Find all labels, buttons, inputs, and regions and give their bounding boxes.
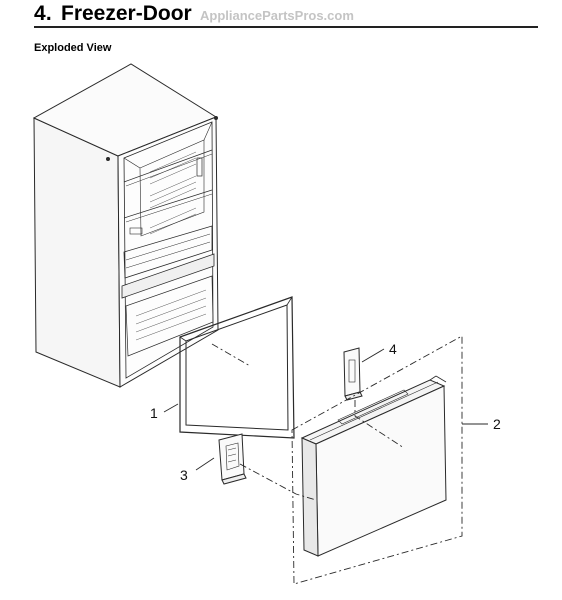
freezer-door-part-2 bbox=[300, 375, 447, 557]
section-number: 4. bbox=[34, 2, 52, 25]
section-title: Freezer-Door bbox=[61, 2, 192, 25]
callout-4: 4 bbox=[389, 341, 397, 357]
callout-1: 1 bbox=[150, 405, 158, 421]
leader-lines bbox=[163, 348, 488, 471]
callout-2: 2 bbox=[493, 416, 501, 432]
watermark: AppliancePartsPros.com bbox=[200, 8, 354, 23]
door-gasket-part-1 bbox=[179, 296, 295, 439]
assembly-lines bbox=[211, 335, 463, 585]
view-subtitle: Exploded View bbox=[34, 42, 112, 54]
lower-hinge-part-3 bbox=[218, 433, 247, 485]
refrigerator-cabinet bbox=[32, 63, 219, 388]
page-header: 4. Freezer-Door AppliancePartsPros.com bbox=[34, 2, 538, 28]
callout-3: 3 bbox=[180, 467, 188, 483]
upper-hinge-part-4 bbox=[343, 347, 363, 401]
